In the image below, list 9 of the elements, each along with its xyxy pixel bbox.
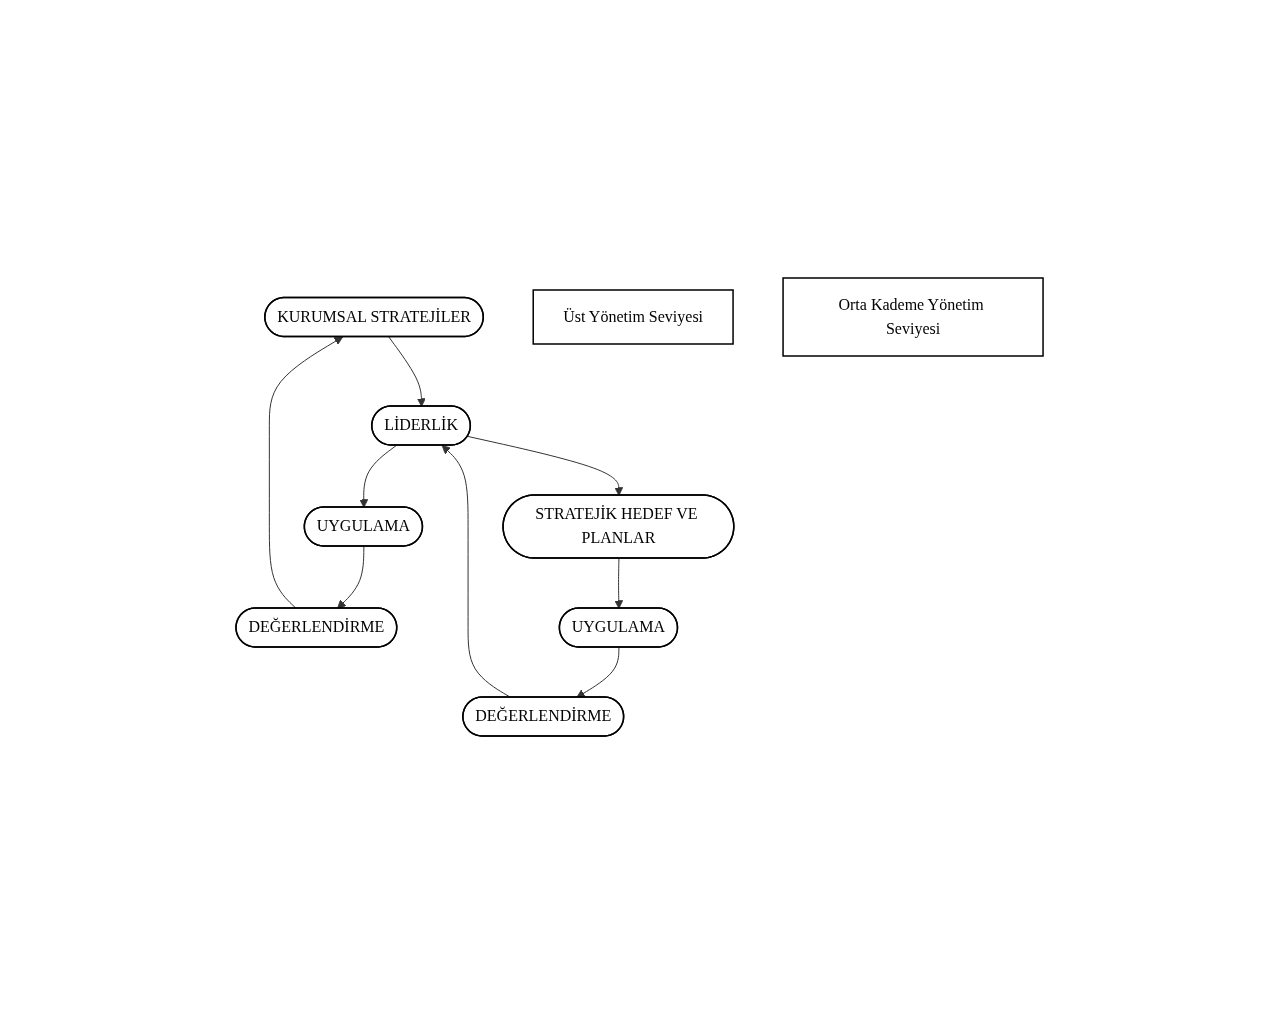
arrow — [576, 647, 620, 698]
arrow — [337, 546, 365, 609]
arrow — [359, 445, 397, 508]
arrow — [467, 435, 624, 496]
node-box: Orta Kademe Yönetim Seviyesi — [782, 277, 1044, 357]
arrow — [614, 558, 624, 609]
node-box: Üst Yönetim Seviyesi — [532, 289, 734, 345]
arrow — [388, 336, 426, 407]
arrow — [268, 336, 343, 609]
